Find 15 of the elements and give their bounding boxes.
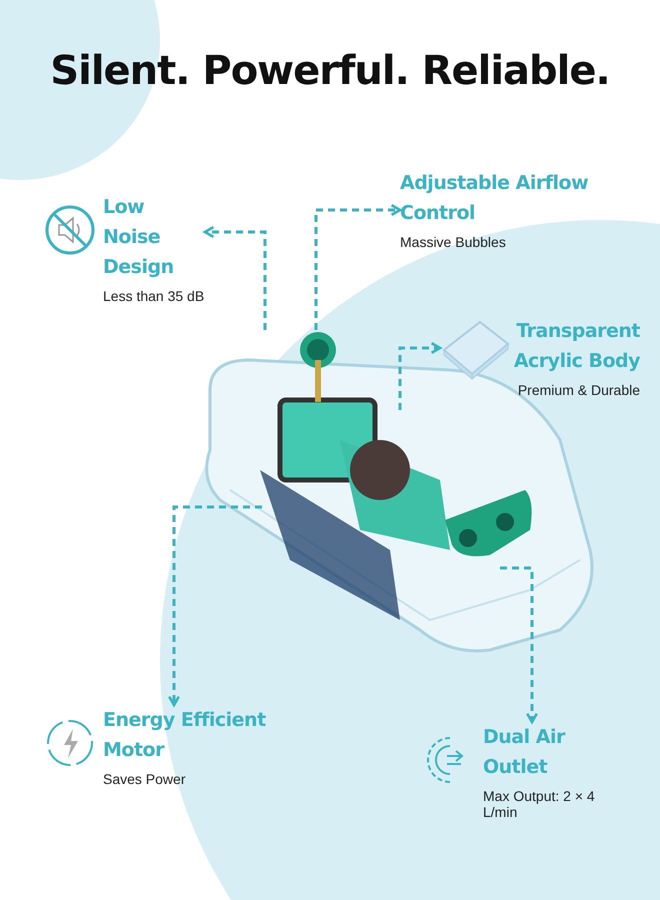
title: Silent. Powerful. Reliable. bbox=[49, 48, 611, 94]
leader-arrow bbox=[204, 226, 266, 330]
feature-heading: Transparent Acrylic Body bbox=[514, 320, 640, 372]
feature-heading: Energy Efficient Motor bbox=[103, 709, 266, 761]
feature-heading: Low Noise Design bbox=[103, 196, 174, 278]
feature-description: Saves Power bbox=[103, 771, 186, 787]
feature-heading: Dual Air Outlet bbox=[483, 726, 565, 778]
leader-arrow bbox=[168, 506, 262, 706]
leader-arrow bbox=[500, 566, 538, 724]
leader-arrow bbox=[314, 204, 402, 330]
feature-description: Massive Bubbles bbox=[400, 234, 506, 250]
feature-heading: Adjustable Airflow Control bbox=[400, 172, 588, 224]
feature-description: Max Output: 2 × 4 L/min bbox=[483, 788, 595, 820]
feature-description: Premium & Durable bbox=[518, 382, 640, 398]
feature-description: Less than 35 dB bbox=[103, 288, 204, 304]
